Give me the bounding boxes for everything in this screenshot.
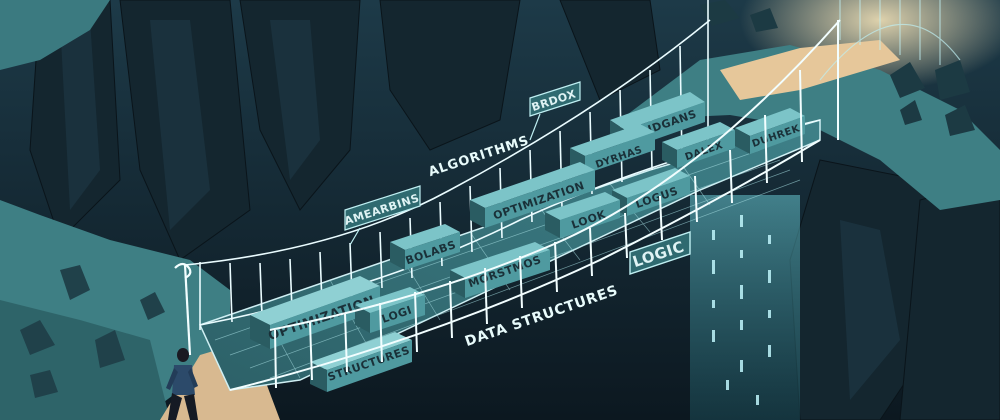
block-logi: LOGI <box>355 287 425 333</box>
data-stream-dots <box>712 215 771 405</box>
rock-shading <box>60 20 900 400</box>
upper-left-ledge <box>0 0 110 70</box>
right-path <box>720 40 900 100</box>
right-cliff-rocks <box>700 0 975 136</box>
person-figure <box>166 348 198 420</box>
left-cliff-rocks <box>20 265 165 398</box>
code-blocks: BRIDGANS DUHREK DALEX DYRHAS LOGUS <box>250 92 805 392</box>
far-gate <box>819 0 961 81</box>
front-left-post <box>174 262 192 356</box>
data-waterfall <box>690 195 800 420</box>
front-railing <box>229 19 841 391</box>
